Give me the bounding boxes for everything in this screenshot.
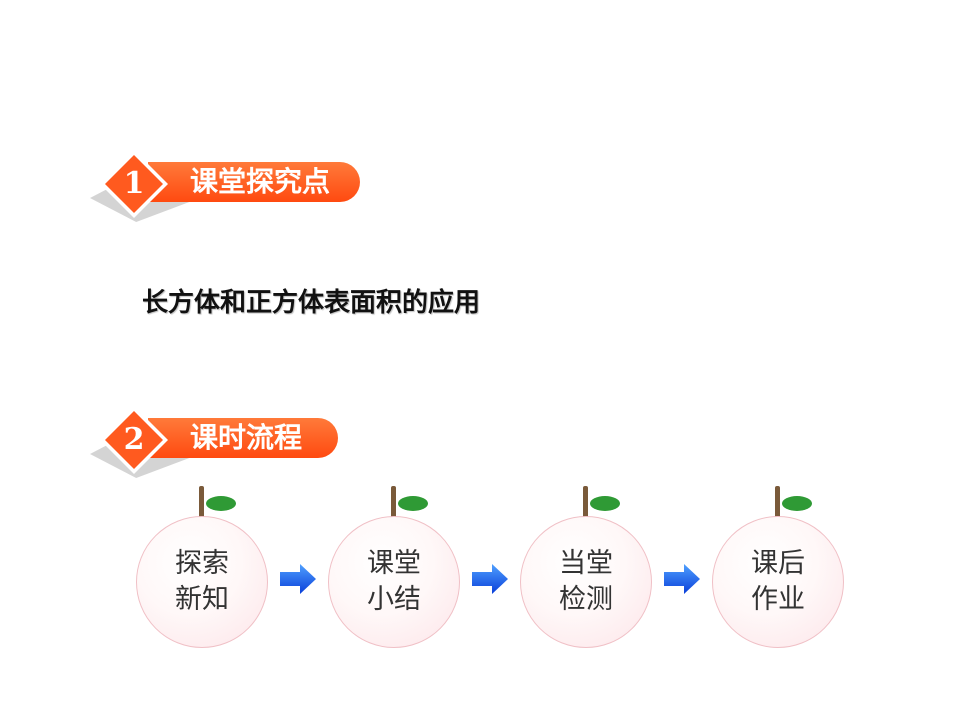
right-arrow-icon (664, 564, 700, 594)
stem (199, 486, 204, 518)
flow-step-circle: 当堂 检测 (520, 516, 652, 648)
leaf-icon (590, 496, 620, 511)
flow-step-homework: 课后 作业 (712, 486, 846, 648)
flow-step-line1: 探索 (175, 548, 229, 579)
stem (391, 486, 396, 518)
flow-step-summary: 课堂 小结 (328, 486, 462, 648)
topic-text: 长方体和正方体表面积的应用 (142, 288, 481, 318)
flow-step-line2: 小结 (367, 584, 421, 615)
stem (583, 486, 588, 518)
leaf-icon (206, 496, 236, 511)
section-number-badge: 1 (98, 148, 170, 220)
flow-step-line2: 新知 (175, 584, 229, 615)
leaf-icon (398, 496, 428, 511)
flow-step-explore: 探索 新知 (136, 486, 270, 648)
flow-step-circle: 探索 新知 (136, 516, 268, 648)
section-number-badge: 2 (98, 404, 170, 476)
right-arrow-icon (280, 564, 316, 594)
flow-step-line1: 当堂 (559, 548, 613, 579)
flow-step-line1: 课堂 (367, 548, 421, 579)
flow-step-test: 当堂 检测 (520, 486, 654, 648)
flow-step-line2: 作业 (751, 584, 805, 615)
leaf-icon (782, 496, 812, 511)
section-title: 课时流程 (148, 418, 338, 458)
stem (775, 486, 780, 518)
flow-step-line2: 检测 (559, 584, 613, 615)
section-number: 2 (123, 422, 145, 457)
section-number: 1 (123, 166, 145, 201)
section-title: 课堂探究点 (148, 162, 360, 202)
flow-step-circle: 课后 作业 (712, 516, 844, 648)
flow-step-line1: 课后 (751, 548, 805, 579)
flow-step-circle: 课堂 小结 (328, 516, 460, 648)
right-arrow-icon (472, 564, 508, 594)
